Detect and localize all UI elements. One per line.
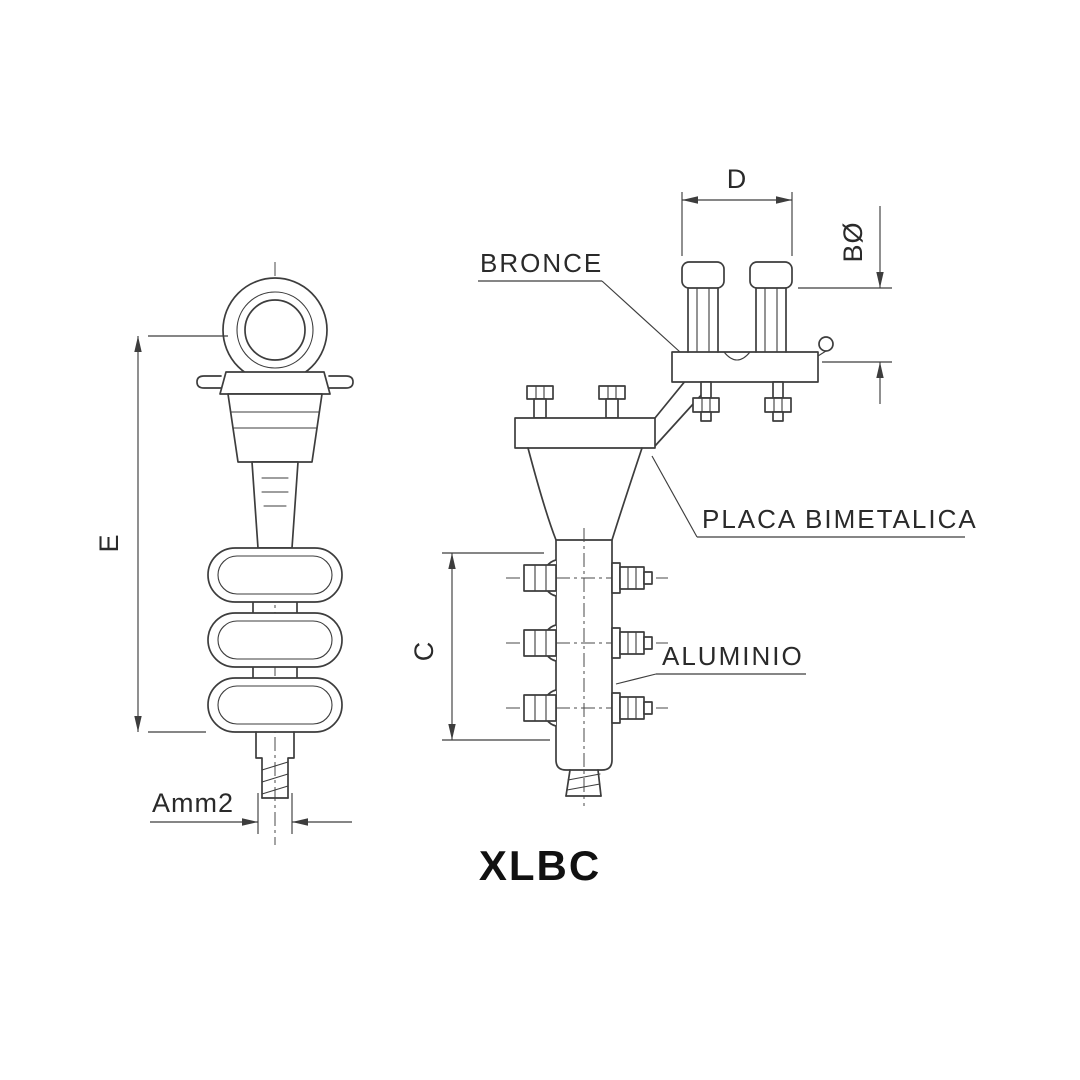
dimension-bdia-label: BØ (838, 221, 868, 262)
bronze-saddle (671, 261, 834, 383)
bimetallic-plate (514, 385, 656, 449)
saddle-bolts (692, 381, 792, 422)
bracket-arm (654, 379, 705, 447)
label-placa-bimetalica: PLACA BIMETALICA (651, 455, 978, 538)
dimension-e: E (94, 335, 228, 733)
front-view: E Amm2 (94, 262, 354, 845)
drawing-title: XLBC (479, 842, 601, 889)
bronce-label: BRONCE (480, 248, 603, 278)
dimension-c: C (409, 552, 550, 741)
label-aluminio: ALUMINIO (615, 641, 806, 685)
conductor-exit (255, 731, 295, 799)
body-bolt-row (506, 692, 668, 724)
dimension-bdia: BØ (798, 206, 892, 404)
clevis-eye (196, 277, 354, 395)
dimension-e-label: E (94, 533, 124, 552)
dimension-amm2: Amm2 (150, 788, 352, 834)
compression-shells (207, 547, 343, 733)
dimension-d-label: D (727, 164, 748, 194)
aluminium-body (527, 447, 643, 806)
side-view: D BØ C BRONCE PLACA BIMETALICA (409, 164, 978, 806)
dimension-d: D (681, 164, 793, 256)
placa-bimetalica-label: PLACA BIMETALICA (702, 504, 978, 534)
body-bolt-row (506, 562, 668, 594)
dimension-c-label: C (409, 641, 439, 662)
aluminio-label: ALUMINIO (662, 641, 804, 671)
body-bolt-row (506, 627, 668, 659)
clamp-body (227, 393, 323, 549)
dimension-amm2-label: Amm2 (152, 788, 234, 818)
label-bronce: BRONCE (478, 248, 681, 353)
body-bolts (506, 562, 668, 724)
